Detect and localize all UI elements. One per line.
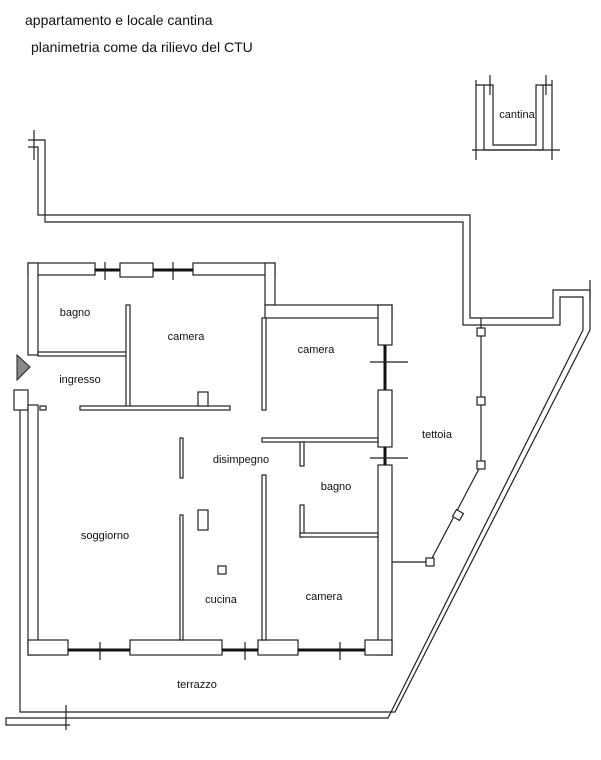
property-boundary xyxy=(5,130,591,730)
entrance-arrow-icon xyxy=(16,353,31,382)
room-label-ingresso: ingresso xyxy=(59,374,101,386)
room-label-bagno: bagno xyxy=(320,481,352,493)
tettoia-structure xyxy=(392,318,486,567)
cantina-plan xyxy=(472,75,560,160)
room-label-camera: camera xyxy=(305,591,343,603)
room-label-tettoia: tettoia xyxy=(422,429,452,441)
room-label-disimpegno: disimpegno xyxy=(212,454,270,466)
title-line-1: appartamento e locale cantina xyxy=(25,12,213,28)
walls xyxy=(13,262,393,656)
windows xyxy=(68,262,408,660)
room-label-camera: camera xyxy=(297,344,335,356)
room-label-cantina: cantina xyxy=(499,109,535,121)
room-label-cucina: cucina xyxy=(205,594,237,606)
title-line-2: planimetria come da rilievo del CTU xyxy=(31,39,253,55)
room-label-soggiorno: soggiorno xyxy=(80,530,130,542)
room-label-camera: camera xyxy=(167,331,205,343)
room-label-terrazzo: terrazzo xyxy=(177,679,217,691)
room-label-bagno: bagno xyxy=(59,307,91,319)
